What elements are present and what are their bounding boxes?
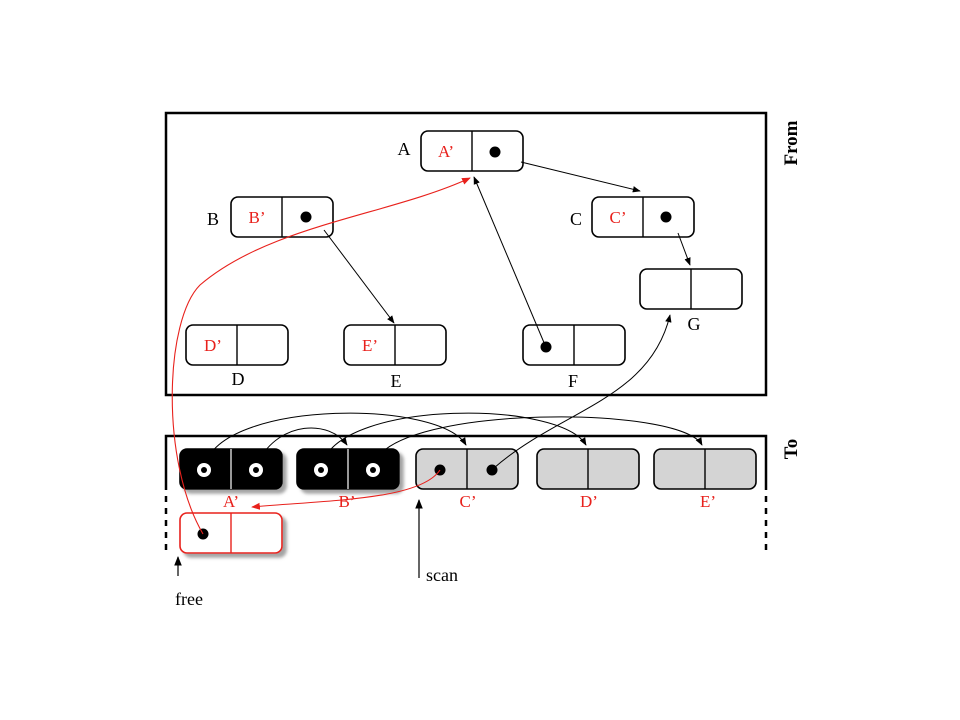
node-a-forward: A’ xyxy=(438,142,454,161)
copy-b-prime: B’ xyxy=(296,448,400,511)
node-a-pointer-dot xyxy=(489,146,501,158)
node-e-label: E xyxy=(391,371,402,391)
copy-d-prime: D’ xyxy=(536,448,640,511)
node-c: C’ C xyxy=(570,196,695,238)
copy-b-prime-label: B’ xyxy=(339,492,356,511)
scan-pointer-label: scan xyxy=(426,565,458,585)
node-c-forward: C’ xyxy=(610,208,627,227)
copy-a-prime-label: A’ xyxy=(223,492,239,511)
copy-a-prime: A’ xyxy=(179,448,283,511)
node-b: B’ B xyxy=(207,196,334,238)
copy-new xyxy=(179,512,283,554)
node-g-label: G xyxy=(688,314,701,334)
node-c-pointer-dot xyxy=(660,211,672,223)
node-f-pointer-dot xyxy=(540,341,552,353)
copy-c-prime-label: C’ xyxy=(460,492,477,511)
edge-bprime-to-dprime xyxy=(322,412,587,463)
edge-b-to-e xyxy=(323,229,395,324)
node-b-pointer-dot xyxy=(300,211,312,223)
copy-d-prime-label: D’ xyxy=(580,492,598,511)
node-f-label: F xyxy=(568,371,578,391)
copy-c-prime: C’ xyxy=(415,448,519,511)
node-d-forward: D’ xyxy=(204,336,222,355)
edge-cprime-to-new xyxy=(251,469,441,510)
from-space-box xyxy=(164,111,768,397)
edge-cprime-to-g xyxy=(493,314,672,469)
from-space-label: From xyxy=(781,120,802,165)
to-space-label: To xyxy=(781,439,802,459)
edge-aprime-to-cprime xyxy=(205,412,467,463)
node-b-label: B xyxy=(207,209,219,229)
edge-f-to-a xyxy=(473,176,546,346)
copy-e-prime: E’ xyxy=(653,448,757,511)
copy-e-prime-label: E’ xyxy=(700,492,716,511)
node-c-label: C xyxy=(570,209,582,229)
node-a: A’ A xyxy=(398,130,524,172)
node-b-forward: B’ xyxy=(249,208,266,227)
node-e-forward: E’ xyxy=(362,336,378,355)
free-pointer-label: free xyxy=(175,589,203,609)
edge-aprime-to-bprime xyxy=(257,427,348,463)
node-g: G xyxy=(639,268,743,334)
edge-bprime-to-eprime xyxy=(374,416,703,463)
node-d-label: D xyxy=(232,369,245,389)
edge-a-to-c xyxy=(520,161,641,193)
node-d: D’ D xyxy=(185,324,289,389)
node-e: E’ E xyxy=(343,324,447,391)
edge-new-forward-to-a xyxy=(171,177,471,535)
edge-c-to-g xyxy=(677,232,691,266)
node-a-label: A xyxy=(398,139,411,159)
node-f: F xyxy=(522,324,626,391)
